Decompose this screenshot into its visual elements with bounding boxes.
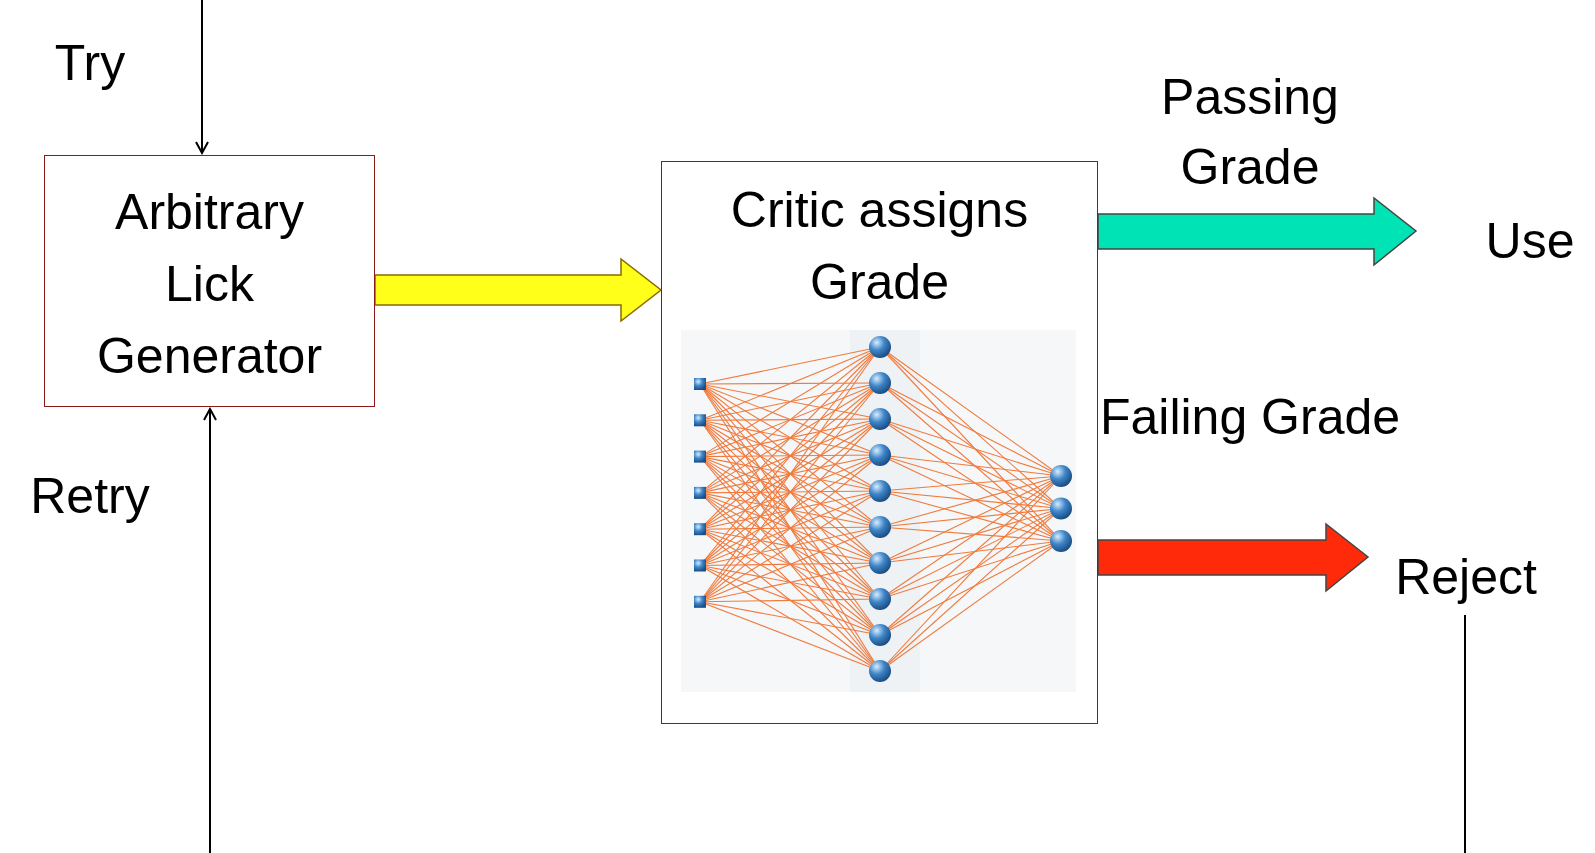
network-link: [700, 599, 880, 602]
hidden-unit: [869, 624, 891, 646]
network-link: [880, 419, 1061, 541]
network-link: [880, 347, 1061, 476]
flow-arrow: [375, 259, 661, 321]
network-link: [880, 541, 1061, 671]
network-link: [880, 455, 1061, 476]
node-title: Arbitrary Lick Generator: [82, 176, 337, 392]
retry-line: [209, 409, 211, 853]
critic-box: Critic assigns Grade: [661, 161, 1098, 724]
network-link: [700, 529, 880, 671]
network-link: [700, 420, 880, 671]
network-link: [700, 347, 880, 457]
hidden-unit: [869, 516, 891, 538]
network-link: [880, 509, 1061, 636]
hidden-unit: [869, 336, 891, 358]
output-unit: [1050, 465, 1072, 487]
fail-label: Failing Grade: [1090, 382, 1410, 452]
network-link: [880, 347, 1061, 541]
input-unit: [694, 560, 706, 572]
input-unit: [694, 378, 706, 390]
use-label: Use: [1466, 206, 1594, 276]
hidden-unit: [869, 552, 891, 574]
output-unit: [1050, 498, 1072, 520]
hidden-unit: [869, 372, 891, 394]
fail-arrow: [1098, 524, 1368, 591]
network-link: [700, 566, 880, 672]
reject-label: Reject: [1366, 542, 1566, 612]
network-link: [880, 527, 1061, 541]
network-link: [700, 457, 880, 635]
network-link: [700, 347, 880, 602]
network-link: [880, 347, 1061, 509]
network-link: [700, 419, 880, 602]
network-link: [700, 384, 880, 671]
network-link: [700, 347, 880, 420]
network-link: [700, 563, 880, 602]
network-link: [880, 476, 1061, 671]
try-line: [201, 0, 203, 153]
network-link: [700, 529, 880, 635]
pass-label: Passing Grade: [1090, 62, 1410, 202]
neural-network: [681, 330, 1076, 692]
network-link: [700, 455, 880, 602]
try-label: Try: [20, 28, 160, 98]
network-link: [700, 383, 880, 602]
network-link: [880, 476, 1061, 635]
generator-box: Arbitrary Lick Generator: [44, 155, 375, 407]
network-link: [700, 420, 880, 635]
input-unit: [694, 523, 706, 535]
retry-label: Retry: [0, 461, 180, 531]
network-link: [880, 509, 1061, 528]
network-link: [880, 383, 1061, 541]
input-unit: [694, 451, 706, 463]
input-unit: [694, 414, 706, 426]
hidden-unit: [869, 588, 891, 610]
reject-line: [1464, 615, 1466, 853]
hidden-unit: [869, 408, 891, 430]
network-link: [880, 509, 1061, 600]
input-unit: [694, 596, 706, 608]
network-link: [880, 476, 1061, 599]
network-link: [700, 493, 880, 671]
hidden-unit: [869, 660, 891, 682]
network-link: [880, 541, 1061, 563]
network-link: [700, 384, 880, 635]
network-link: [700, 566, 880, 636]
network-link: [700, 347, 880, 566]
output-unit: [1050, 530, 1072, 552]
network-link: [700, 347, 880, 384]
network-link: [880, 541, 1061, 635]
network-link: [700, 491, 880, 602]
input-unit: [694, 487, 706, 499]
pass-arrow: [1098, 198, 1416, 265]
network-link: [700, 602, 880, 635]
network-link: [880, 509, 1061, 672]
node-title: Critic assigns Grade: [695, 174, 1065, 318]
network-link: [700, 602, 880, 671]
network-link: [700, 527, 880, 602]
hidden-unit: [869, 444, 891, 466]
hidden-unit: [869, 480, 891, 502]
network-link: [880, 383, 1061, 509]
